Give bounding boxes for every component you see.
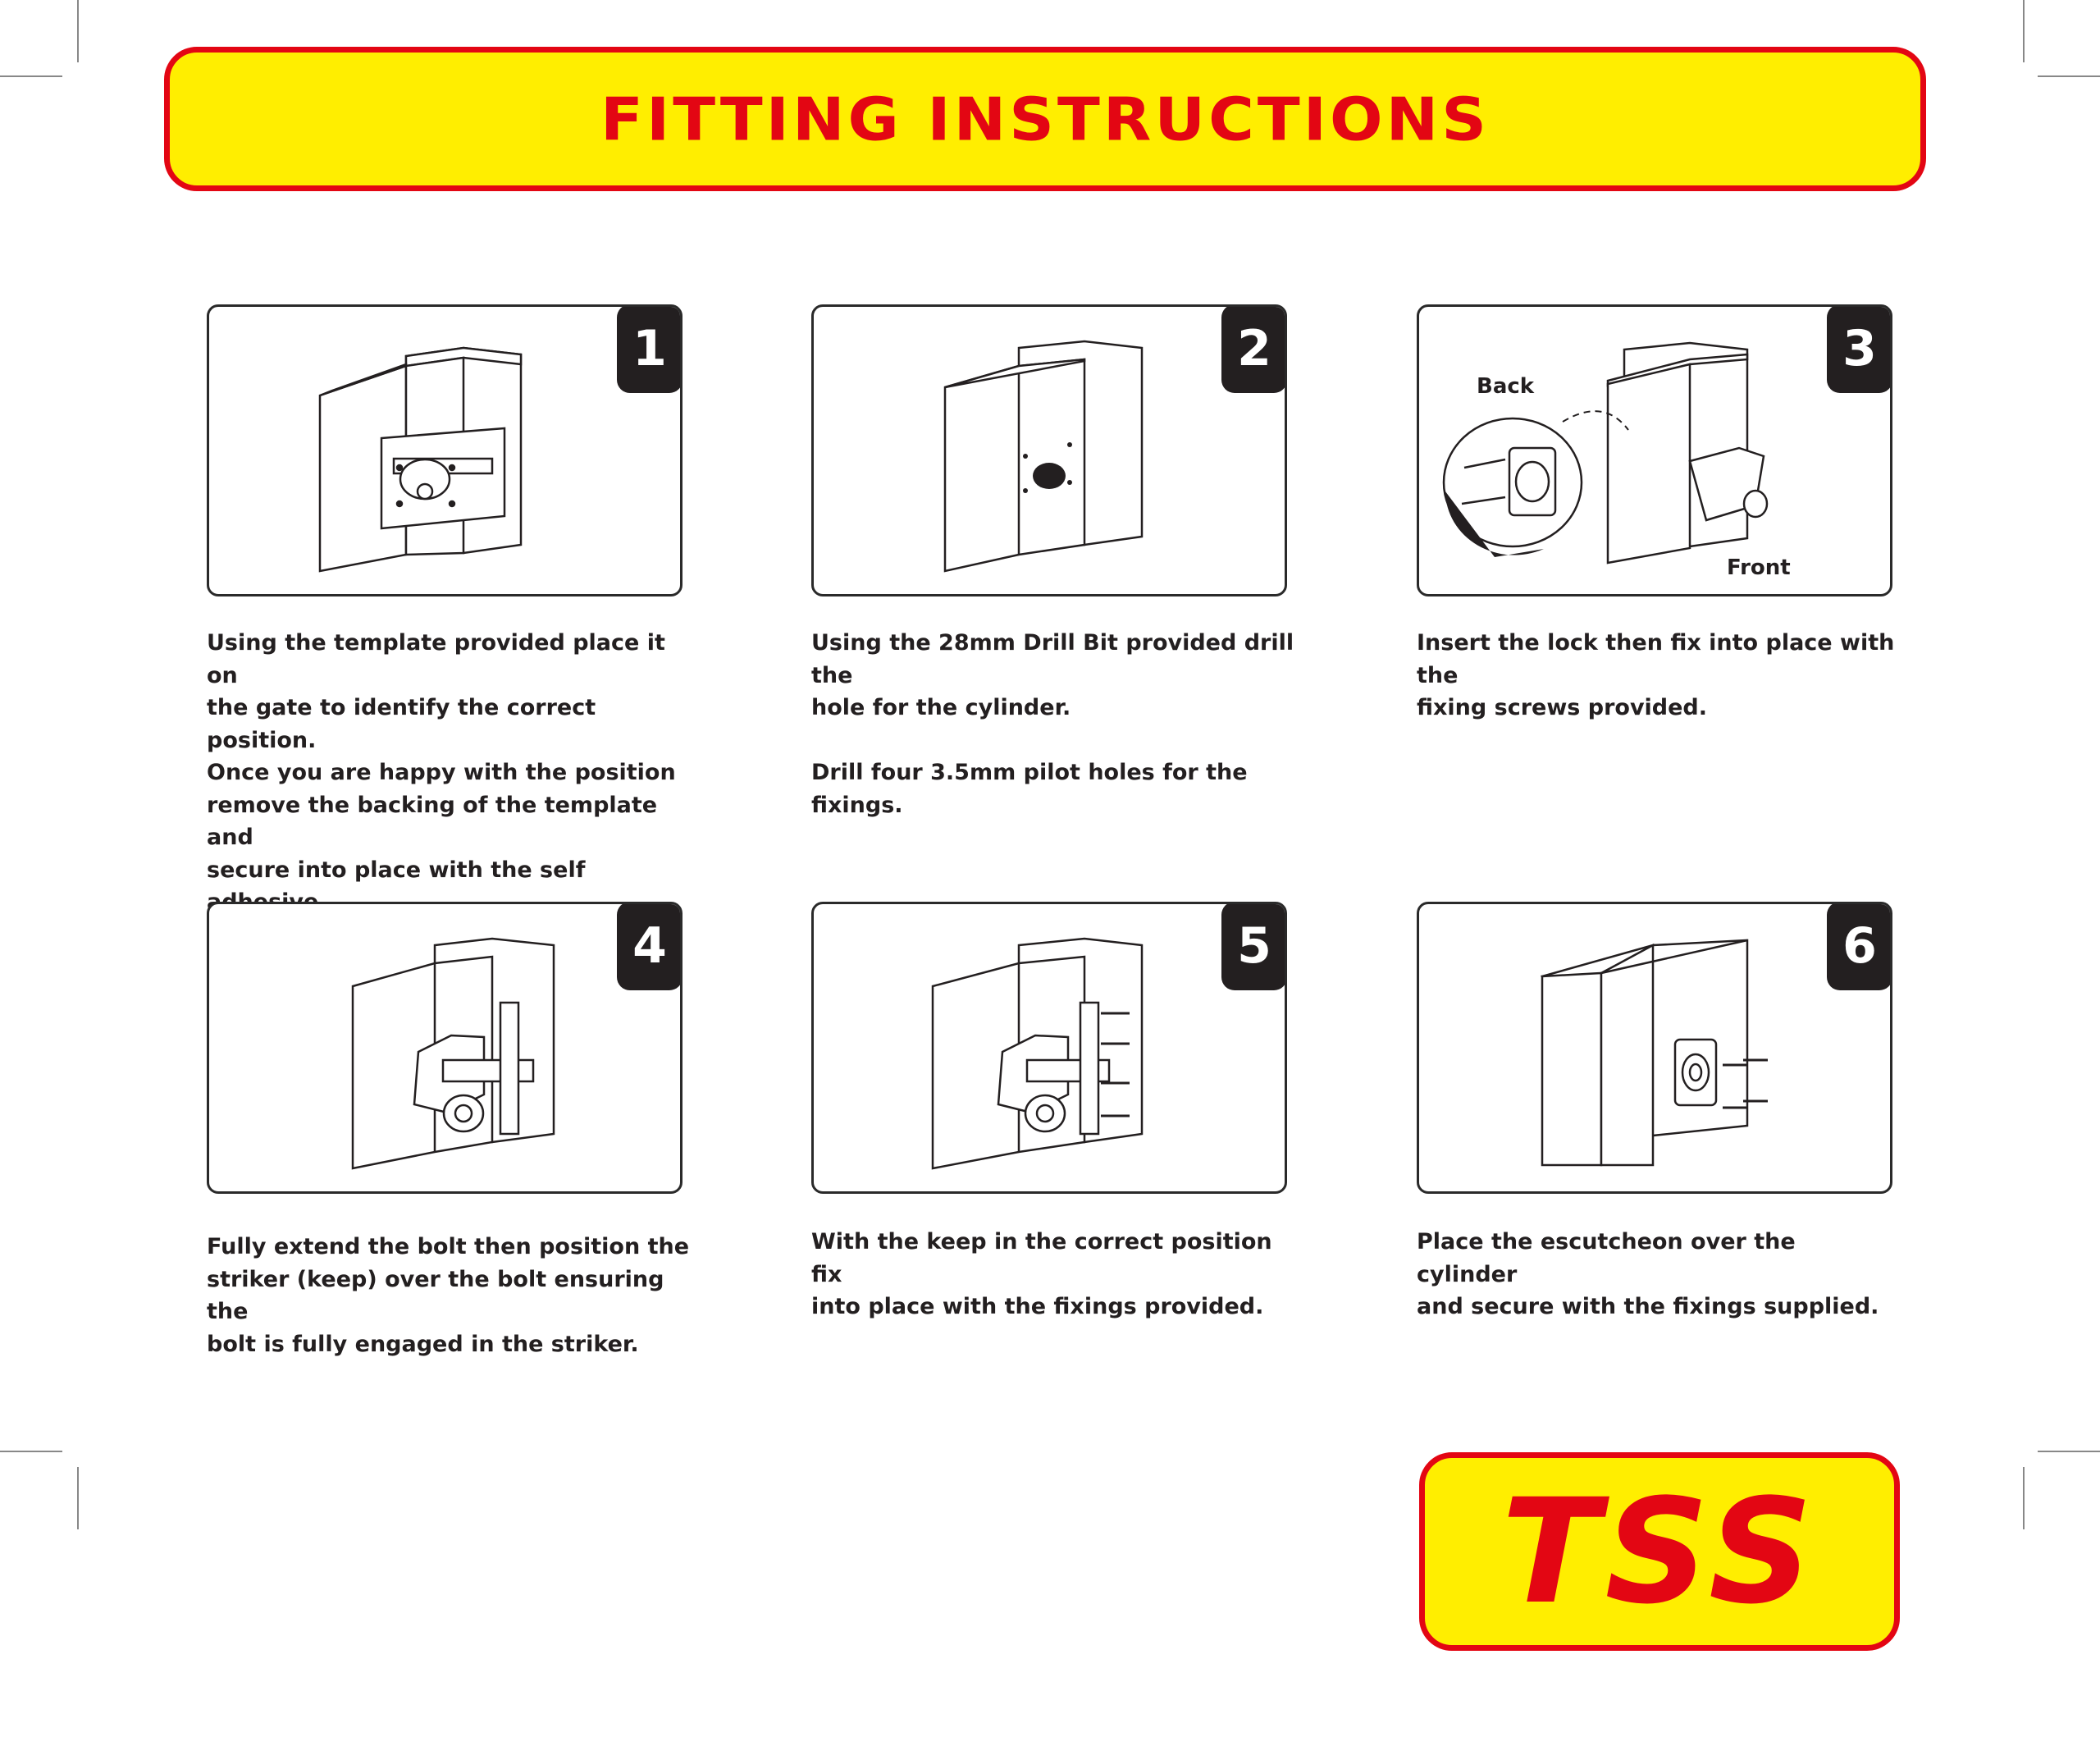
- step-number-badge: 2: [1221, 307, 1285, 393]
- title-banner: FITTING INSTRUCTIONS: [164, 47, 1926, 191]
- step-2-panel: 2: [811, 304, 1287, 596]
- template-placement-illustration: [318, 346, 523, 573]
- fix-keep-illustration: [931, 937, 1144, 1170]
- crop-mark: [0, 75, 62, 77]
- drill-holes-illustration: [943, 340, 1144, 573]
- logo-wordmark: TSS: [1501, 1467, 1818, 1636]
- extend-bolt-illustration: [351, 937, 555, 1170]
- step-3-panel: Back Front 3: [1417, 304, 1892, 596]
- step-6-panel: 6: [1417, 902, 1892, 1194]
- crop-mark: [77, 0, 79, 62]
- step-5-text: With the keep in the correct position fi…: [811, 1229, 1272, 1319]
- step-4-text: Fully extend the bolt then position the …: [207, 1234, 690, 1357]
- step-1-panel: 1: [207, 304, 682, 596]
- step-number-badge: 5: [1221, 904, 1285, 990]
- step-number-badge: 6: [1827, 904, 1890, 990]
- crop-mark: [0, 1451, 62, 1452]
- step-number-badge: 4: [617, 904, 680, 990]
- step-number-badge: 1: [617, 307, 680, 393]
- step-4-panel: 4: [207, 902, 682, 1194]
- crop-mark: [2038, 1451, 2100, 1452]
- step-6-text: Place the escutcheon over the cylinder a…: [1417, 1229, 1879, 1319]
- step-number-badge: 3: [1827, 307, 1890, 393]
- crop-mark: [2038, 75, 2100, 77]
- crop-mark: [77, 1467, 79, 1529]
- crop-mark: [2023, 0, 2025, 62]
- back-label: Back: [1477, 374, 1535, 399]
- crop-mark: [2023, 1467, 2025, 1529]
- step-5-panel: 5: [811, 902, 1287, 1194]
- insert-lock-illustration: Back Front: [1442, 341, 1791, 580]
- page-title: FITTING INSTRUCTIONS: [600, 84, 1490, 154]
- front-label: Front: [1727, 555, 1791, 580]
- escutcheon-illustration: [1540, 939, 1768, 1167]
- tss-logo: TSS: [1419, 1452, 1900, 1651]
- step-3-text: Insert the lock then fix into place with…: [1417, 630, 1895, 720]
- step-2-text: Using the 28mm Drill Bit provided drill …: [811, 630, 1294, 818]
